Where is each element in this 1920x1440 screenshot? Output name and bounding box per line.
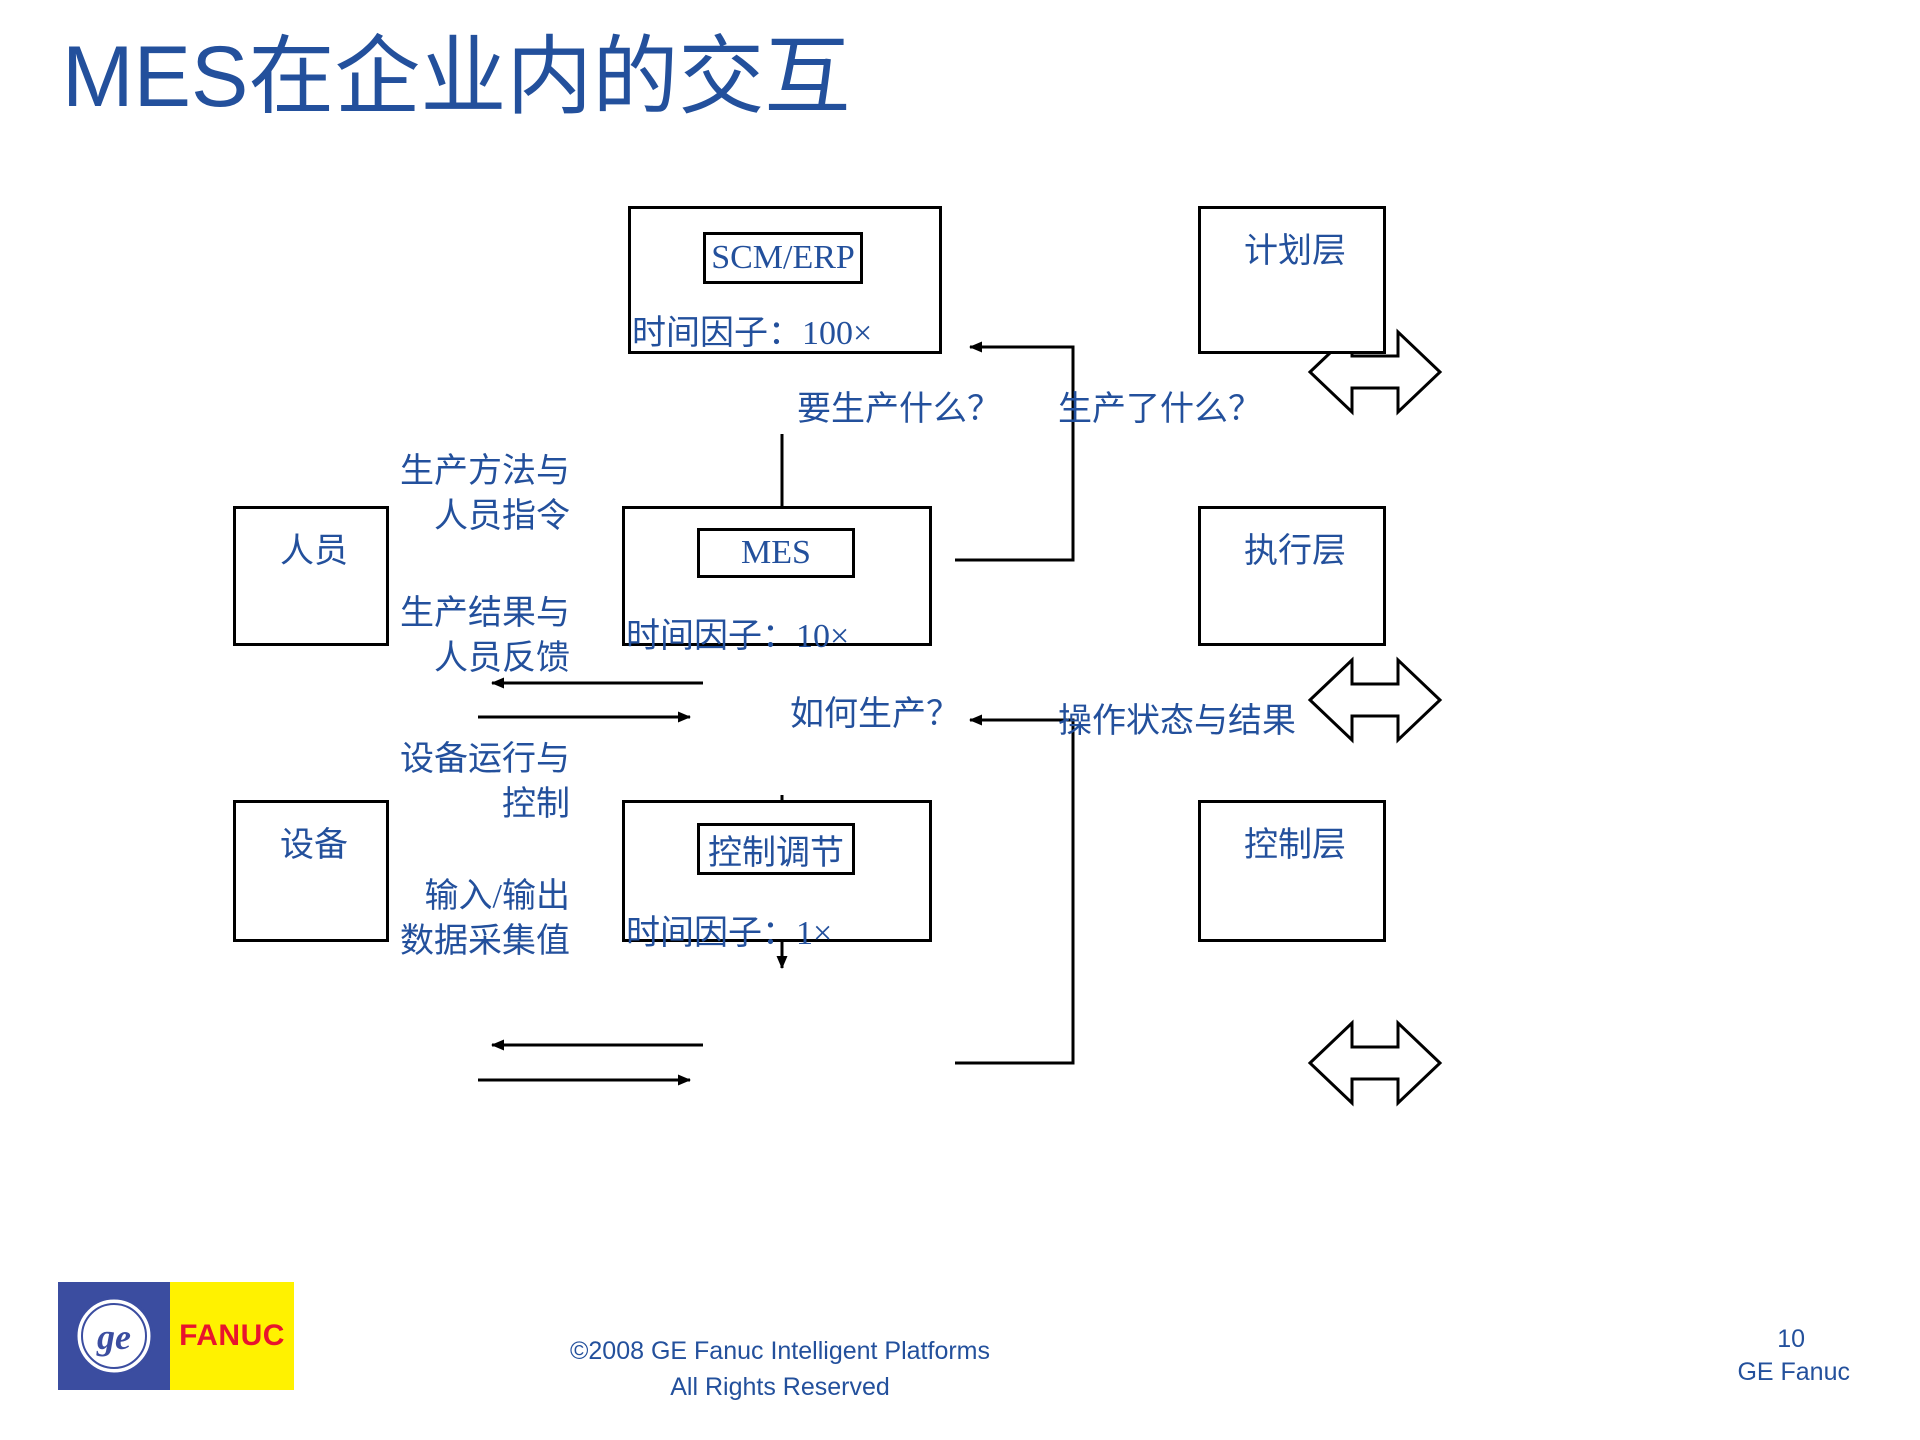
node-scm-erp-time-factor: 时间因子：100× — [632, 315, 873, 352]
ge-circle-icon: ge — [74, 1296, 154, 1376]
footer-org-name: GE Fanuc — [1737, 1358, 1850, 1386]
node-equipment[interactable]: 设备 — [233, 800, 389, 942]
edge-label-control-to-equipment-line2: 控制 — [502, 785, 570, 823]
fanuc-text: FANUC — [179, 1319, 285, 1352]
footer-copyright-line1: ©2008 GE Fanuc Intelligent Platforms — [569, 1337, 991, 1365]
edge-label-control-to-equipment-line1: 设备运行与 — [400, 741, 570, 778]
page-number: 10 — [1777, 1325, 1805, 1353]
edge-label-equipment-to-control: 输入/输出 数据采集值 — [330, 875, 570, 965]
edge-label-mes-to-people-line1: 生产方法与 — [400, 453, 570, 490]
node-people[interactable]: 人员 — [233, 506, 389, 646]
edge-label-control-to-equipment: 设备运行与 控制 — [330, 738, 570, 828]
svg-text:ge: ge — [96, 1317, 131, 1357]
edge-label-mes-to-control: 如何生产？ — [790, 696, 960, 733]
node-execution-layer-label: 执行层 — [1244, 533, 1346, 570]
node-control-layer[interactable]: 控制层 — [1198, 800, 1386, 942]
edge-label-control-to-mes: 操作状态与结果 — [1058, 703, 1296, 740]
ge-monogram-icon: ge — [58, 1282, 170, 1390]
footer-copyright-line2: All Rights Reserved — [670, 1372, 890, 1401]
node-execution-layer[interactable]: 执行层 — [1198, 506, 1386, 646]
node-planning-layer-label: 计划层 — [1244, 233, 1346, 270]
page-title: MES在企业内的交互 — [62, 29, 851, 125]
edge-label-people-to-mes-line2: 人员反馈 — [434, 639, 570, 677]
edge-label-mes-to-people-line2: 人员指令 — [434, 497, 570, 535]
node-mes-time-factor: 时间因子：10× — [626, 618, 850, 655]
node-scm-erp-label: SCM/ERP — [711, 239, 855, 276]
arrow-mes-to-scm — [955, 341, 1075, 562]
edge-label-scm-to-mes: 要生产什么？ — [797, 391, 1001, 428]
node-control-adjust-label-box: 控制调节 — [697, 823, 855, 875]
node-mes-label: MES — [741, 534, 811, 571]
footer-copyright: ©2008 GE Fanuc Intelligent Platforms All… — [0, 1334, 1560, 1405]
node-equipment-label: 设备 — [280, 827, 348, 864]
node-mes-label-box: MES — [697, 528, 855, 578]
edge-label-people-to-mes-line1: 生产结果与 — [400, 595, 570, 632]
double-arrow-execution — [1307, 656, 1443, 744]
node-control-adjust-time-factor: 时间因子：1× — [626, 915, 833, 952]
arrow-control-to-mes — [955, 714, 1075, 1065]
double-arrow-control — [1307, 1019, 1443, 1107]
node-planning-layer[interactable]: 计划层 — [1198, 206, 1386, 354]
node-people-label: 人员 — [280, 533, 348, 570]
ge-fanuc-logo: ge FANUC — [58, 1282, 294, 1390]
node-control-adjust-label: 控制调节 — [708, 834, 844, 872]
node-scm-erp-label-box: SCM/ERP — [703, 232, 863, 284]
edge-label-mes-to-scm: 生产了什么？ — [1058, 391, 1262, 428]
fanuc-wordmark: FANUC — [170, 1282, 294, 1390]
edge-label-people-to-mes: 生产结果与 人员反馈 — [330, 592, 570, 682]
edge-label-equipment-to-control-line2: 数据采集值 — [400, 922, 570, 960]
edge-label-equipment-to-control-line1: 输入/输出 — [424, 878, 570, 915]
mes-interaction-diagram: SCM/ERP 时间因子：100× MES 时间因子：10× 控制调节 时间因子… — [233, 206, 1443, 1107]
edge-label-mes-to-people: 生产方法与 人员指令 — [330, 450, 570, 540]
node-control-layer-label: 控制层 — [1244, 827, 1346, 864]
